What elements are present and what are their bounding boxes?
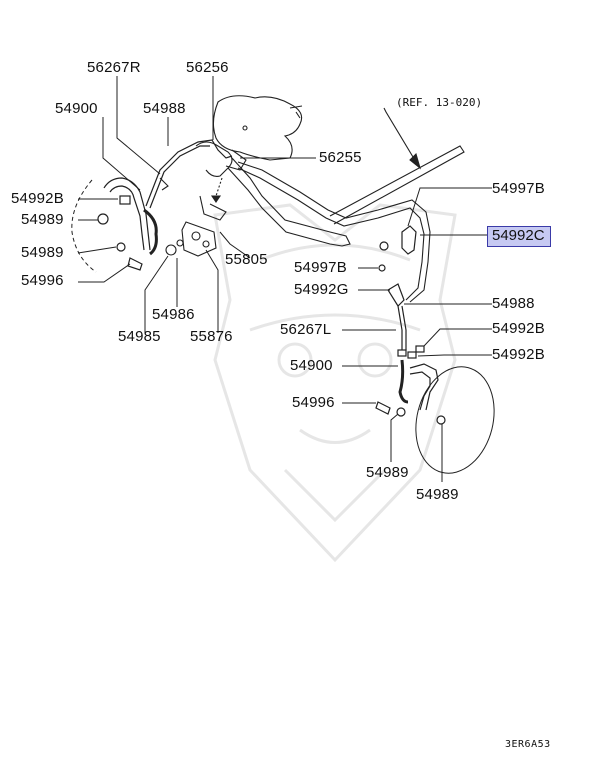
part-54986: 54986 <box>152 306 195 323</box>
part-54992B-right-2: 54992B <box>492 346 545 363</box>
part-54997B-right: 54997B <box>492 180 545 197</box>
part-54988-top: 54988 <box>143 100 186 117</box>
part-54992B-left: 54992B <box>11 190 64 207</box>
part-54900-right: 54900 <box>290 357 333 374</box>
diagram-code: 3ER6A53 <box>505 739 551 750</box>
part-54992C-highlighted[interactable]: 54992C <box>487 226 551 247</box>
part-54985: 54985 <box>118 328 161 345</box>
brake-disc <box>415 366 495 474</box>
reference-bar <box>329 107 465 225</box>
part-54989-right-1: 54989 <box>366 464 409 481</box>
watermark-emblem <box>213 203 457 563</box>
part-54996-left: 54996 <box>21 272 64 289</box>
part-54989-left-1: 54989 <box>21 211 64 228</box>
leader-lines <box>77 76 492 482</box>
wheel-hint <box>71 179 97 273</box>
part-55876: 55876 <box>190 328 233 345</box>
part-54997B-mid: 54997B <box>294 259 347 276</box>
part-54988-right: 54988 <box>492 295 535 312</box>
part-56267R: 56267R <box>87 59 141 76</box>
part-56255: 56255 <box>319 149 362 166</box>
part-55805: 55805 <box>225 251 268 268</box>
part-56267L: 56267L <box>280 321 332 338</box>
master-cylinder <box>212 95 303 161</box>
proportioning-valve <box>159 141 247 257</box>
part-54900-top: 54900 <box>55 100 98 117</box>
part-54989-left-2: 54989 <box>21 244 64 261</box>
right-front-hose <box>375 225 446 425</box>
part-54989-right-2: 54989 <box>416 486 459 503</box>
rear-brake-line <box>227 157 431 303</box>
reference-label: (REF. 13-020) <box>396 96 483 109</box>
part-54992B-right-1: 54992B <box>492 320 545 337</box>
part-54996-right: 54996 <box>292 394 335 411</box>
part-54992G: 54992G <box>294 281 349 298</box>
left-front-hose <box>97 139 233 271</box>
part-56256: 56256 <box>186 59 229 76</box>
